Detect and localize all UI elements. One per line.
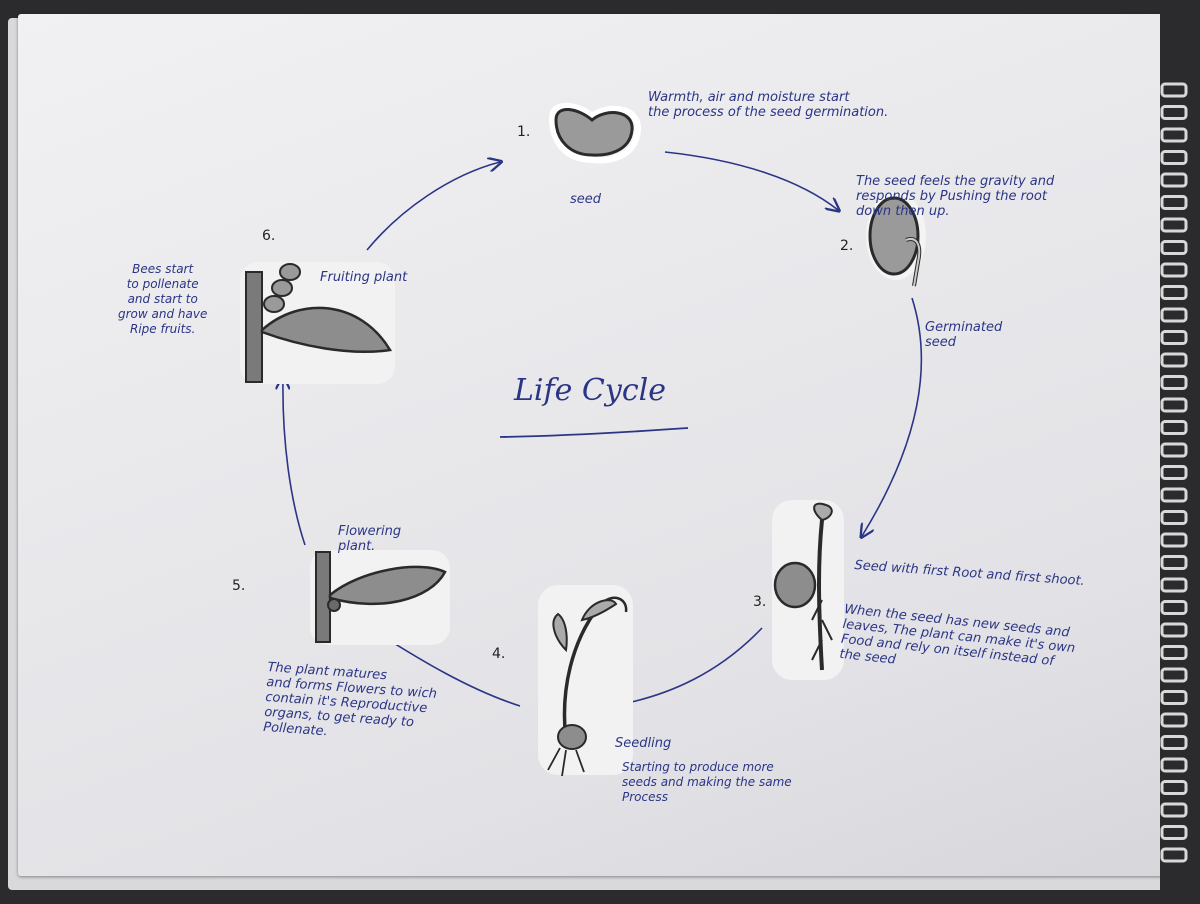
spiral-ring bbox=[1160, 172, 1188, 188]
spiral-ring bbox=[1160, 105, 1188, 120]
spiral-ring bbox=[1160, 600, 1188, 615]
stage-5-number: 5. bbox=[232, 578, 246, 594]
spiral-ring bbox=[1160, 330, 1188, 345]
stage-1-number: 1. bbox=[517, 124, 531, 140]
seedling-sticker bbox=[538, 585, 633, 777]
spiral-ring bbox=[1160, 847, 1188, 863]
spiral-ring bbox=[1160, 150, 1188, 165]
stage-2-label: Germinated seed bbox=[925, 320, 1003, 350]
spiral-ring bbox=[1160, 307, 1188, 323]
spiral-binding bbox=[1160, 0, 1200, 900]
spiral-ring bbox=[1160, 555, 1188, 570]
spiral-ring bbox=[1160, 712, 1188, 728]
spiral-ring bbox=[1160, 375, 1188, 390]
spiral-ring bbox=[1160, 667, 1188, 683]
spiral-ring bbox=[1160, 802, 1188, 818]
spiral-ring bbox=[1160, 442, 1188, 458]
spiral-ring bbox=[1160, 532, 1188, 548]
life-cycle-diagram bbox=[240, 102, 926, 777]
spiral-rings bbox=[1160, 82, 1188, 863]
spiral-ring bbox=[1160, 622, 1188, 638]
title-underline bbox=[499, 427, 689, 438]
stage-4-number: 4. bbox=[492, 646, 506, 662]
fruiting-plant-sticker bbox=[240, 262, 395, 384]
stage-5-label: Flowering plant. bbox=[338, 524, 402, 554]
spiral-ring bbox=[1160, 735, 1188, 750]
spiral-ring bbox=[1160, 780, 1188, 795]
stage-1-label: seed bbox=[570, 192, 602, 207]
arrow-2-to-3 bbox=[862, 297, 923, 536]
arrow-5-to-6 bbox=[283, 378, 306, 546]
spiral-ring bbox=[1160, 352, 1188, 368]
spiral-ring bbox=[1160, 240, 1188, 255]
spiral-ring bbox=[1160, 825, 1188, 840]
stage-4-note: Starting to produce more seeds and makin… bbox=[622, 760, 792, 804]
spiral-ring bbox=[1160, 217, 1188, 233]
germinated-seed-sticker bbox=[866, 192, 926, 287]
flowering-plant-sticker bbox=[310, 550, 450, 645]
spiral-ring bbox=[1160, 285, 1188, 300]
stage-6-number: 6. bbox=[262, 228, 276, 244]
stage-4-label: Seedling bbox=[615, 736, 672, 751]
stage-6-note: Bees start to pollenate and start to gro… bbox=[118, 262, 208, 336]
spiral-ring bbox=[1160, 262, 1188, 278]
diagram-title: Life Cycle bbox=[514, 373, 666, 408]
spiral-ring bbox=[1160, 397, 1188, 413]
arrow-3-to-4 bbox=[612, 627, 763, 706]
spiral-ring bbox=[1160, 487, 1188, 503]
spiral-ring bbox=[1160, 690, 1188, 705]
spiral-ring bbox=[1160, 510, 1188, 525]
stage-2-note: The seed feels the gravity and responds … bbox=[856, 174, 1055, 219]
arrow-6-to-1 bbox=[366, 162, 500, 251]
stage-5-note: The plant matures and forms Flowers to w… bbox=[262, 660, 438, 740]
stage-6-label: Fruiting plant bbox=[320, 270, 408, 285]
spiral-ring bbox=[1160, 127, 1188, 143]
seed-sticker bbox=[548, 102, 641, 164]
stage-2-number: 2. bbox=[840, 238, 854, 254]
spiral-ring bbox=[1160, 420, 1188, 435]
stage-3-number: 3. bbox=[753, 594, 767, 610]
spiral-ring bbox=[1160, 577, 1188, 593]
spiral-ring bbox=[1160, 757, 1188, 773]
spiral-ring bbox=[1160, 195, 1188, 210]
stage-1-note: Warmth, air and moisture start the proce… bbox=[648, 90, 889, 120]
spiral-ring bbox=[1160, 645, 1188, 660]
spiral-ring bbox=[1160, 465, 1188, 480]
first-root-shoot-sticker bbox=[772, 500, 844, 680]
arrow-1-to-2 bbox=[664, 151, 838, 210]
spiral-ring bbox=[1160, 82, 1188, 98]
